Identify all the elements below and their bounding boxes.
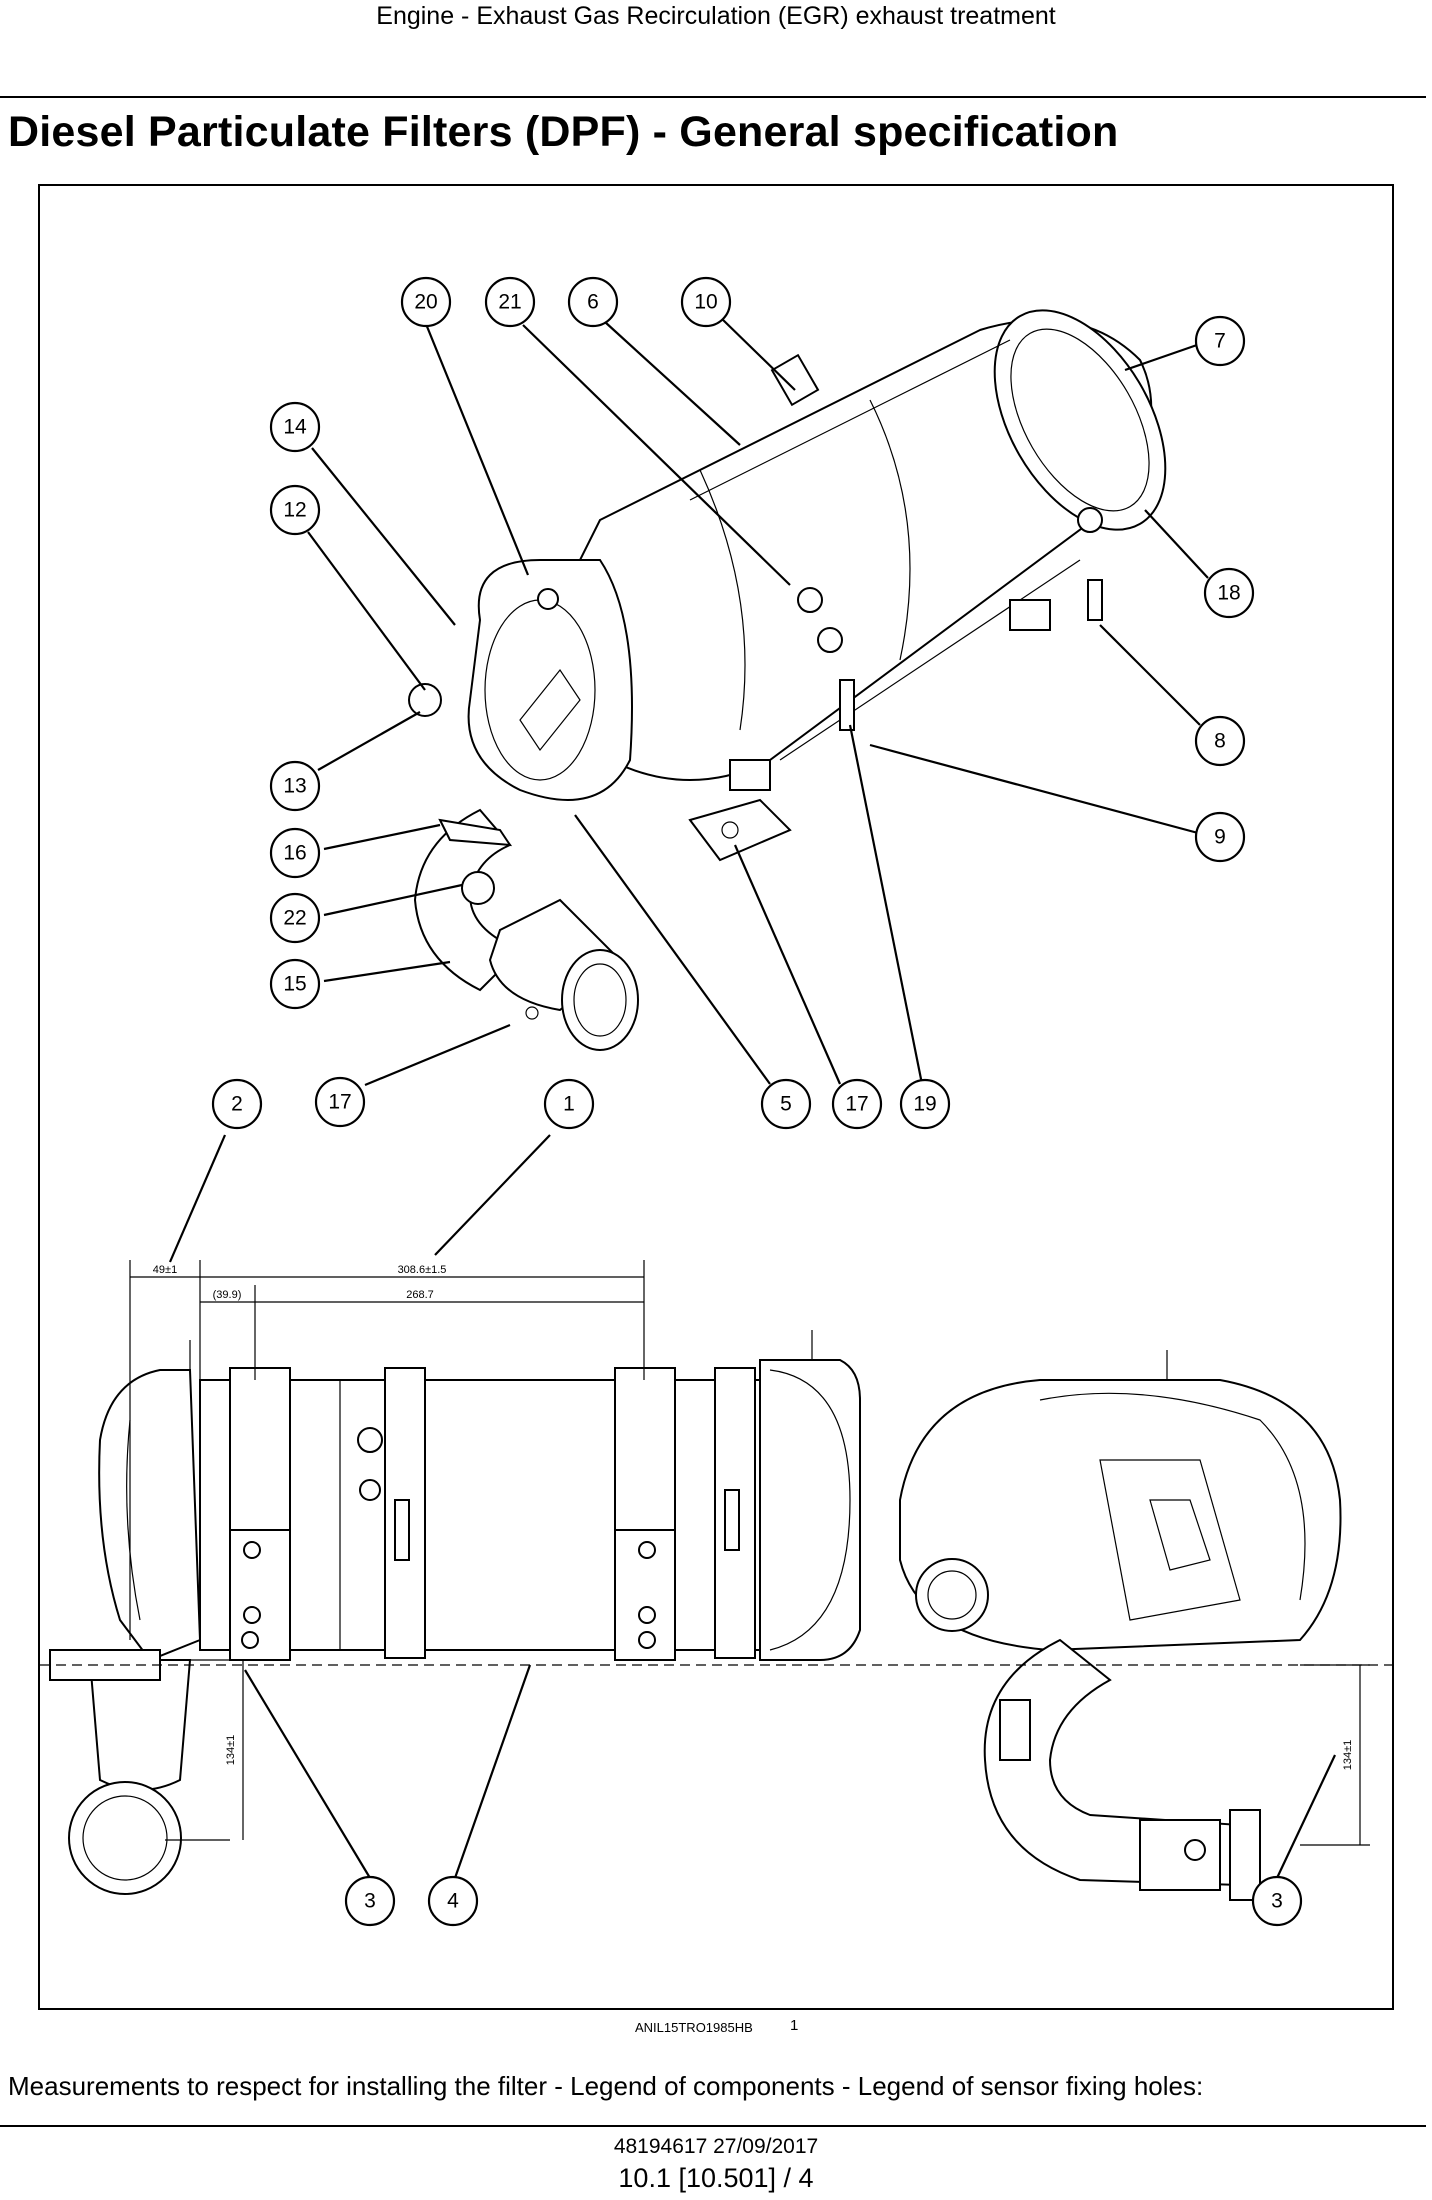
dpf-end-view [899, 1350, 1342, 1901]
dimension-label-268: 268.7 [406, 1289, 434, 1301]
dimension-label-49: 49±1 [153, 1264, 177, 1276]
dimension-label-134-left: 134±1 [225, 1735, 237, 1766]
callout-label: 14 [283, 416, 307, 439]
dimension-label-134-right: 134±1 [1342, 1740, 1354, 1771]
callouts: 20 21 6 10 7 14 12 18 8 13 9 16 22 15 2 … [211, 276, 1303, 1927]
footer-doc-code: 48194617 27/09/2017 [613, 2135, 819, 2158]
callout-label: 19 [913, 1093, 936, 1116]
callout-label: 18 [1217, 582, 1240, 605]
callout-label: 7 [1214, 330, 1226, 353]
callout-label: 21 [498, 291, 521, 314]
footer-page-number: 10.1 [10.501] / 4 [618, 2163, 814, 2193]
figure-caption: Measurements to respect for installing t… [8, 2071, 1204, 2101]
callout-label: 4 [447, 1890, 459, 1913]
callout-label: 16 [283, 842, 306, 865]
figure-reference-code: ANIL15TRO1985HB [635, 2020, 753, 2035]
callout-label: 3 [1271, 1890, 1283, 1913]
dimension-lines: 49±1 308.6±1.5 (39.9) 268.7 134±1 134±1 [40, 1260, 1392, 1846]
bottom-leader-lines [244, 1664, 1336, 1879]
callout-label: 20 [414, 291, 437, 314]
page-title: Diesel Particulate Filters (DPF) - Gener… [8, 108, 1119, 156]
dimension-label-39: (39.9) [213, 1289, 242, 1301]
dpf-canister-top-view [408, 309, 1167, 1051]
header-rule [0, 96, 1426, 98]
dpf-side-view [49, 1330, 861, 1895]
top-leader-lines [168, 316, 1209, 1263]
figure-frame [38, 184, 1394, 2010]
callout-label: 8 [1214, 730, 1226, 753]
callout-label: 13 [283, 775, 306, 798]
figure-number: 1 [790, 2017, 799, 2034]
callout-label: 9 [1214, 826, 1226, 849]
footer-rule [0, 2125, 1426, 2127]
callout-label: 12 [283, 499, 306, 522]
callout-label: 17 [845, 1093, 868, 1116]
running-header: Engine - Exhaust Gas Recirculation (EGR)… [376, 2, 1056, 30]
callout-label: 10 [694, 291, 717, 314]
callout-label: 5 [780, 1093, 792, 1116]
dimension-label-308: 308.6±1.5 [398, 1264, 447, 1276]
callout-label: 2 [231, 1093, 243, 1116]
callout-label: 17 [328, 1091, 351, 1114]
callout-label: 15 [283, 973, 306, 996]
callout-label: 1 [563, 1093, 575, 1116]
callout-label: 3 [364, 1890, 376, 1913]
callout-label: 6 [587, 291, 599, 314]
callout-label: 22 [283, 907, 306, 930]
